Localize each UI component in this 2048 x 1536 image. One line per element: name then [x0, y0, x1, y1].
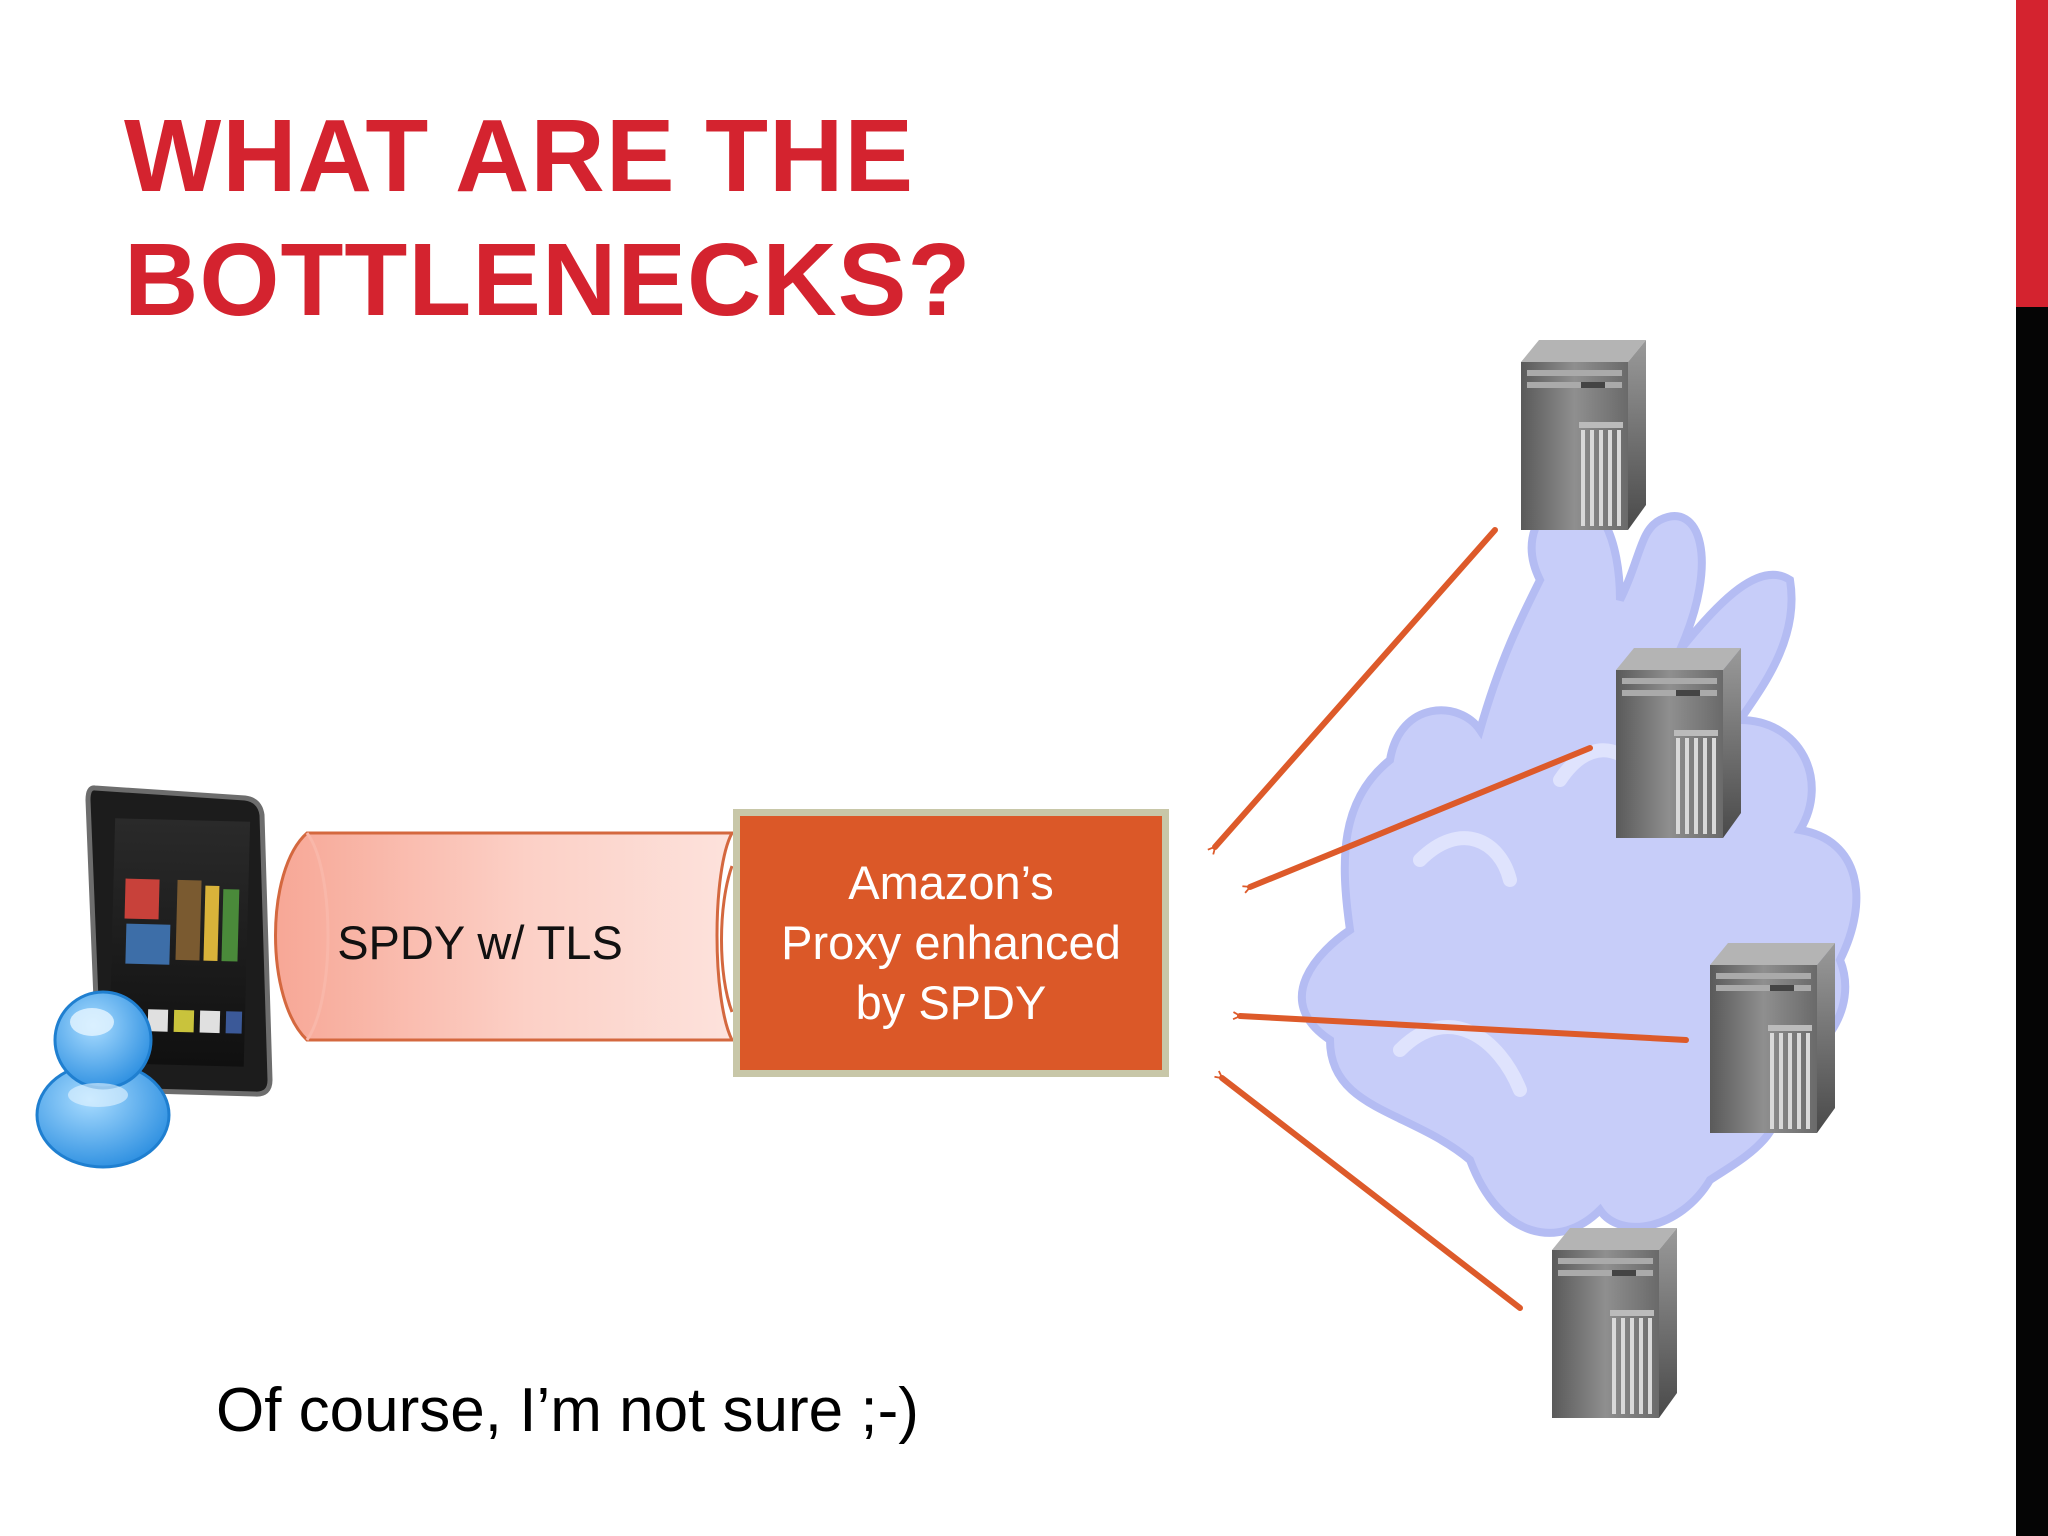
proxy-label: Amazon’s Proxy enhanced by SPDY	[781, 856, 1121, 1029]
caption: Of course, I’m not sure ;-)	[216, 1376, 919, 1445]
arrows	[1215, 527, 1689, 1311]
server-icon	[1521, 340, 1646, 530]
slide-title: WHAT ARE THE BOTTLENECKS?	[124, 94, 1424, 342]
arrow	[1222, 1078, 1523, 1311]
edge-bar	[2016, 307, 2048, 1536]
arrow	[1215, 527, 1498, 847]
title-line-1: WHAT ARE THE	[124, 98, 915, 213]
accent-bar	[2016, 0, 2048, 307]
proxy-box: Amazon’s Proxy enhanced by SPDY	[733, 809, 1169, 1077]
arrow	[1240, 1016, 1689, 1043]
title-line-2: BOTTLENECKS?	[124, 222, 972, 337]
user-icon	[35, 990, 171, 1169]
spdy-tunnel	[274, 831, 735, 1042]
server-icon	[1616, 648, 1741, 838]
arrow	[1250, 745, 1593, 887]
tunnel-label: SPDY w/ TLS	[337, 916, 623, 969]
server-icon	[1552, 1228, 1677, 1418]
server-icon	[1710, 943, 1835, 1133]
